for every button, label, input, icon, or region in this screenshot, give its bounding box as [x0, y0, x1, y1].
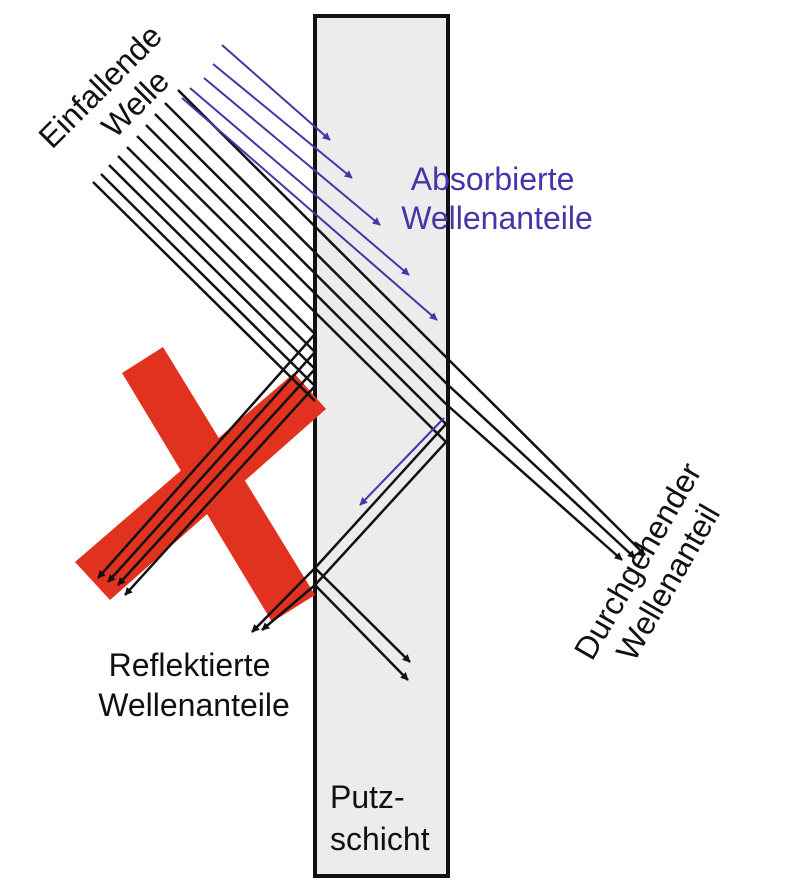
reflected-rays-back — [251, 423, 447, 633]
internal-reflected-ray — [314, 423, 447, 569]
incident-ray — [145, 124, 447, 425]
absorbed-ray — [212, 63, 353, 179]
transmitted-ray — [445, 403, 623, 561]
incident-ray — [154, 113, 447, 405]
incident-ray — [126, 146, 316, 335]
absorbed-ray — [181, 97, 438, 321]
transmitted-ray — [446, 357, 646, 556]
label-transmitted: Durchgehender Wellenanteil — [567, 449, 745, 684]
absorbed-ray — [221, 44, 331, 141]
incident-ray — [164, 102, 448, 385]
incident-ray — [117, 155, 316, 353]
absorbed-ray — [189, 87, 410, 276]
reflected-ray — [251, 567, 316, 633]
incident-ray — [136, 135, 447, 443]
transmitted-ray — [314, 584, 409, 681]
incident-ray — [100, 173, 316, 387]
transmitted-ray — [446, 383, 636, 559]
label-plaster-layer: Putz- schicht — [330, 779, 430, 857]
label-reflected: Reflektierte Wellenanteile — [98, 647, 290, 723]
absorbed-rays — [181, 44, 445, 506]
reflected-ray — [97, 333, 316, 579]
reflected-ray — [124, 385, 316, 596]
reflected-ray — [107, 351, 316, 583]
incident-ray — [92, 181, 316, 402]
absorbed-ray — [203, 77, 381, 226]
cross-bar-2 — [75, 373, 326, 600]
reflected-ray — [261, 584, 316, 631]
reflected-ray — [117, 368, 316, 586]
absorbed-ray — [359, 417, 445, 506]
internal-reflected-ray — [314, 441, 447, 586]
transmitted-rays — [314, 357, 646, 681]
plaster-layer — [313, 14, 450, 878]
label-absorbed: Absorbierte Wellenanteile — [401, 161, 593, 236]
red-cross-icon — [75, 347, 326, 622]
transmitted-ray — [314, 567, 411, 663]
reflected-rays-front — [97, 333, 316, 596]
incident-ray — [108, 164, 316, 370]
